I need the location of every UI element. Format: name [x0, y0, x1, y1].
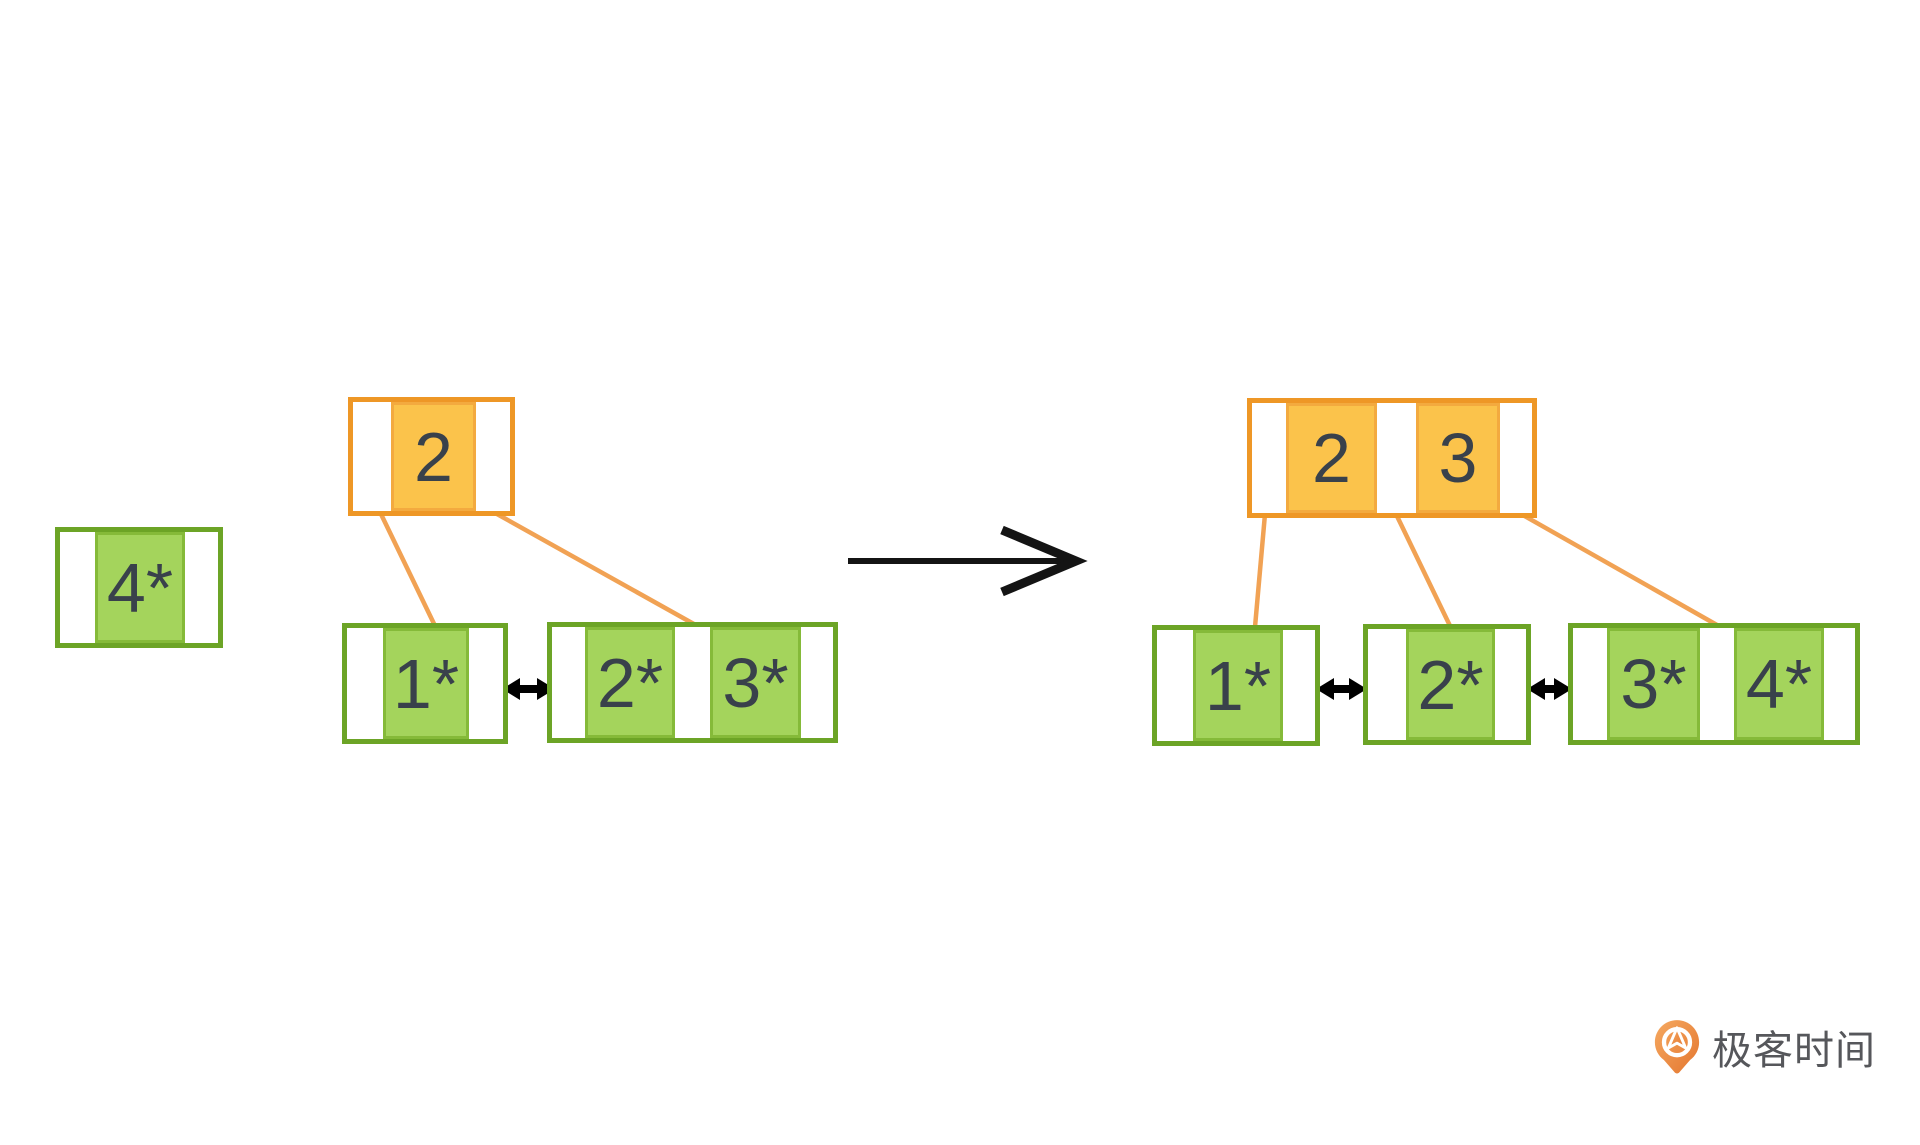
- connector-line: [1252, 511, 1268, 630]
- node-after-leaf-3: 3* 4*: [1568, 623, 1860, 745]
- cell-spacer: [801, 627, 833, 738]
- node-before-root: 2: [348, 397, 515, 516]
- logo-arrow: [1666, 1026, 1688, 1050]
- cell-key: 4*: [1734, 628, 1824, 740]
- cell-spacer: [1157, 630, 1193, 741]
- cell-spacer: [1368, 629, 1406, 740]
- connector-line: [494, 511, 704, 631]
- cell-spacer: [1500, 403, 1532, 513]
- node-before-leaf-2: 2* 3*: [547, 622, 838, 743]
- cell-spacer: [476, 402, 510, 511]
- key-label: 4*: [106, 548, 174, 627]
- cell-spacer: [185, 532, 218, 643]
- cell-key: 2: [391, 402, 476, 511]
- key-label: 4*: [1745, 645, 1813, 723]
- key-label: 2: [1312, 419, 1351, 497]
- key-label: 3: [1438, 419, 1478, 497]
- cell-spacer: [353, 402, 391, 511]
- cell-spacer: [347, 628, 383, 739]
- key-label: 2*: [596, 643, 664, 722]
- cell-spacer: [1495, 629, 1526, 740]
- after-leaf-link-1: [1316, 678, 1367, 700]
- cell-key: 3*: [710, 627, 801, 738]
- geektime-logo-icon: [1654, 1020, 1700, 1074]
- cell-spacer: [1824, 628, 1855, 740]
- cell-spacer: [1700, 628, 1734, 740]
- cell-key: 3*: [1607, 628, 1700, 740]
- transform-arrow-head: [1000, 525, 1088, 597]
- key-label: 2: [414, 417, 453, 496]
- key-label: 1*: [392, 644, 460, 723]
- cell-spacer: [1573, 628, 1607, 740]
- node-after-leaf-1: 1*: [1152, 625, 1320, 746]
- key-label: 1*: [1204, 646, 1272, 725]
- after-tree-connectors: [1252, 511, 1727, 633]
- cell-spacer: [1377, 403, 1416, 513]
- geektime-logo-text: 极客时间: [1712, 1029, 1876, 1073]
- cell-spacer: [675, 627, 710, 738]
- node-pending-record: 4*: [55, 527, 223, 648]
- key-label: 2*: [1417, 645, 1484, 724]
- after-leaf-link-2: [1527, 678, 1572, 700]
- cell-spacer: [60, 532, 95, 643]
- connector-line: [1393, 511, 1455, 633]
- key-label: 3*: [1620, 645, 1687, 723]
- transform-arrow: [848, 525, 1088, 597]
- cell-key: 3: [1416, 403, 1500, 513]
- node-after-leaf-2: 2*: [1363, 624, 1531, 745]
- cell-key: 2*: [585, 627, 675, 738]
- cell-spacer: [552, 627, 585, 738]
- cell-spacer: [1252, 403, 1286, 513]
- node-before-leaf-1: 1*: [342, 623, 508, 744]
- cell-spacer: [1283, 630, 1315, 741]
- cell-spacer: [469, 628, 503, 739]
- before-tree-connectors: [377, 509, 704, 633]
- geektime-logo: 极客时间: [1652, 1018, 1876, 1076]
- connector-line: [1518, 511, 1727, 632]
- cell-key: 1*: [1193, 630, 1283, 741]
- node-after-root: 2 3: [1247, 398, 1537, 518]
- key-label: 3*: [722, 643, 789, 722]
- cell-key: 2: [1286, 403, 1377, 513]
- connector-line: [377, 509, 440, 633]
- cell-key: 4*: [95, 532, 185, 643]
- cell-key: 2*: [1406, 629, 1495, 740]
- cell-key: 1*: [383, 628, 469, 739]
